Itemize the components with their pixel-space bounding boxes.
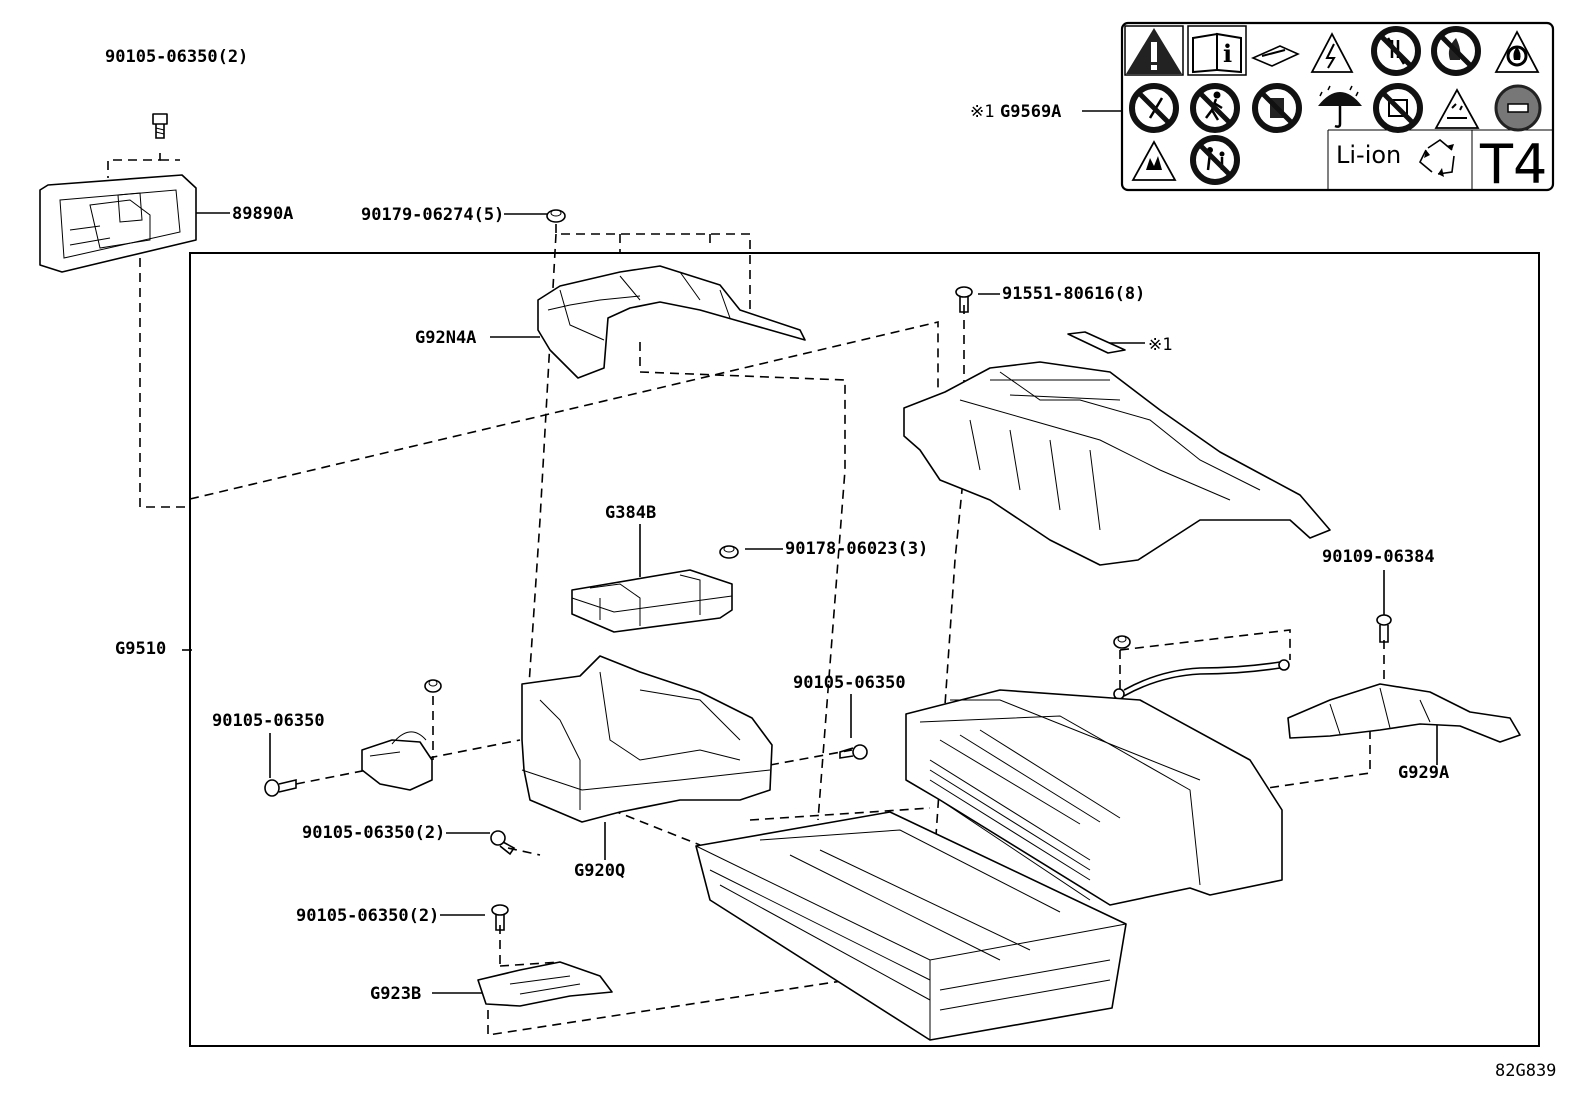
diagram-code: 82G839	[1495, 1061, 1556, 1081]
part-label-G9569A: G9569A	[1000, 102, 1061, 122]
part-label-91551-80616-8: 91551-80616(8)	[1002, 284, 1145, 304]
part-label-90105-06350-left: 90105-06350	[212, 711, 325, 731]
part-label-G920Q: G920Q	[574, 861, 625, 881]
part-label-90105-06350-2-mid: 90105-06350(2)	[302, 823, 445, 843]
no-children-icon	[1190, 135, 1240, 185]
small-label-mark-1	[1067, 331, 1126, 354]
manual-info-icon: i	[1187, 25, 1247, 76]
bolt-90105-06350-2-bot	[491, 904, 509, 931]
no-open-icon	[1494, 84, 1542, 132]
bolt-91551-80616	[955, 286, 973, 313]
corrosive-icon	[1434, 88, 1480, 129]
part-label-G92N4A: G92N4A	[415, 328, 476, 348]
cover-G92N4A	[537, 265, 806, 379]
no-touch-icon	[1371, 26, 1421, 76]
junction-box-G384B	[571, 569, 733, 633]
li-ion-text: Li-ion	[1336, 141, 1401, 169]
recycle-icon	[1419, 139, 1455, 177]
part-label-G384B: G384B	[605, 503, 656, 523]
note-mark-1: ※1	[1148, 335, 1172, 355]
bolt-90105-06350-mid	[839, 744, 868, 760]
wire-harness	[1113, 659, 1290, 700]
battery-upper-cover	[903, 361, 1331, 566]
flammable-icon	[1494, 30, 1540, 73]
part-label-90105-06350-mid: 90105-06350	[793, 673, 906, 693]
nut-harness	[1113, 635, 1131, 649]
bolt-90109-06384	[1376, 614, 1392, 643]
bolt-90105-06350-left	[264, 778, 297, 797]
part-label-G929A: G929A	[1398, 763, 1449, 783]
bracket-G929A	[1287, 683, 1521, 743]
nut-left-connector	[424, 679, 442, 693]
part-label-90105-06350-2-bot: 90105-06350(2)	[296, 906, 439, 926]
battery-tray	[695, 811, 1127, 1041]
nut-90178-06023	[719, 545, 739, 559]
bracket-G923B	[477, 961, 613, 1007]
warning-label-sticker: i	[1120, 21, 1555, 196]
bracket-G920Q	[521, 655, 773, 823]
part-label-G923B: G923B	[370, 984, 421, 1004]
part-label-90178-06023-3: 90178-06023(3)	[785, 539, 928, 559]
connector-left	[361, 731, 433, 791]
no-fire-icon	[1431, 26, 1481, 76]
bolt-90105-06350-top	[152, 113, 168, 139]
t4-text: T4	[1479, 133, 1547, 196]
bolt-90105-06350-2-mid	[490, 830, 516, 856]
note-mark-G9569A: ※1	[970, 102, 994, 122]
high-voltage-icon	[1310, 32, 1354, 73]
no-water-icon	[1373, 83, 1423, 133]
leader-lines	[182, 110, 1438, 994]
svg-text:i: i	[1223, 39, 1232, 68]
part-label-89890A: 89890A	[232, 204, 293, 224]
cover-plate-89890A	[39, 174, 197, 273]
part-label-G9510: G9510	[115, 639, 166, 659]
part-label-90109-06384: 90109-06384	[1322, 547, 1435, 567]
warning-triangle-icon	[1124, 25, 1184, 76]
battery-module-stack	[905, 689, 1283, 906]
nut-90179-06274	[546, 209, 566, 223]
no-disassemble-icon	[1129, 83, 1179, 133]
explosive-icon	[1131, 140, 1177, 181]
no-step-icon	[1190, 83, 1240, 133]
no-drop-icon	[1252, 83, 1302, 133]
part-label-90105-06350-2-top: 90105-06350(2)	[105, 47, 248, 67]
manual-book-icon	[1250, 45, 1300, 67]
part-label-90179-06274-5: 90179-06274(5)	[361, 205, 504, 225]
keep-dry-icon	[1318, 85, 1362, 128]
